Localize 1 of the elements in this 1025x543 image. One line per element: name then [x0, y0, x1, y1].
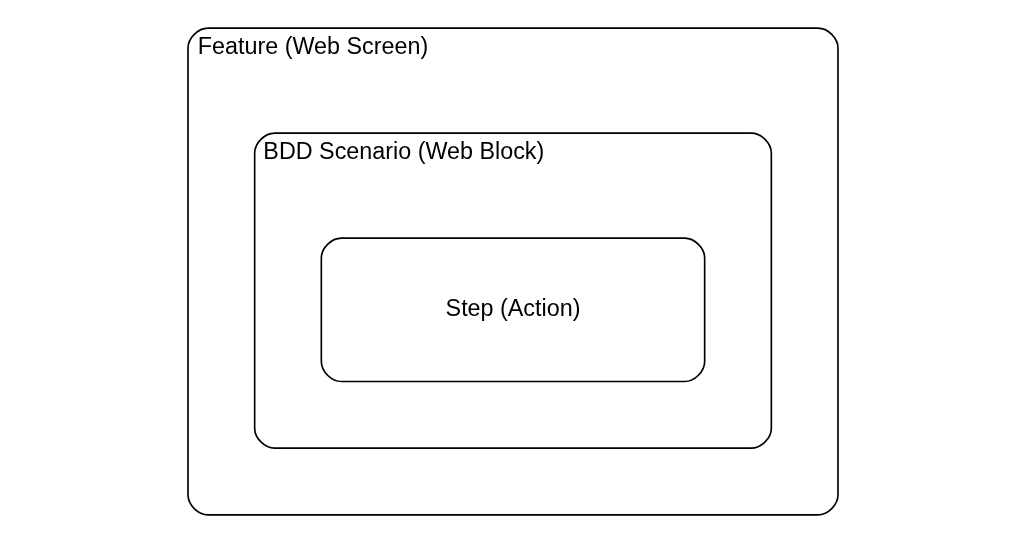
- node-box: Step (Action): [320, 237, 705, 383]
